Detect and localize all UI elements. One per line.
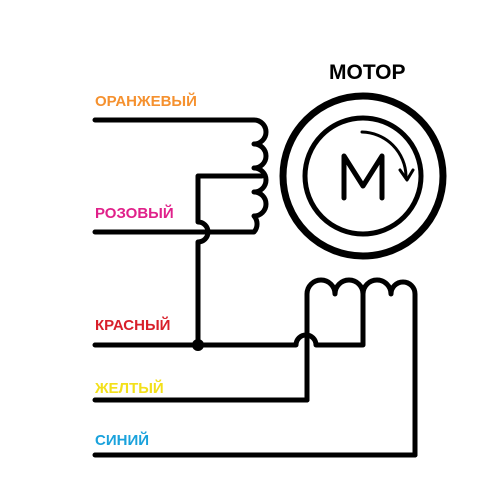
junction-dot xyxy=(192,339,204,351)
rotation-arrow-head xyxy=(398,168,415,182)
second-winding-right xyxy=(360,277,418,458)
motor-icon xyxy=(341,153,385,201)
wire-label-blue: СИНИЙ xyxy=(95,432,150,449)
orange-wire xyxy=(92,117,269,235)
wire-label-orange: ОРАНЖЕВЫЙ xyxy=(95,93,197,110)
motor-outer-circle xyxy=(279,92,447,260)
wire-label-yellow: ЖЕЛТЫЙ xyxy=(95,380,164,397)
center-tap-wire xyxy=(195,173,265,348)
diagram-title: МОТОР xyxy=(329,61,406,84)
motor-inner-circle xyxy=(302,115,424,237)
wire-label-pink: РОЗОВЫЙ xyxy=(95,205,174,222)
red-wire xyxy=(92,332,365,348)
wire-label-red: КРАСНЫЙ xyxy=(95,317,171,334)
rotation-arrow-icon xyxy=(360,130,408,178)
second-winding xyxy=(304,277,366,403)
